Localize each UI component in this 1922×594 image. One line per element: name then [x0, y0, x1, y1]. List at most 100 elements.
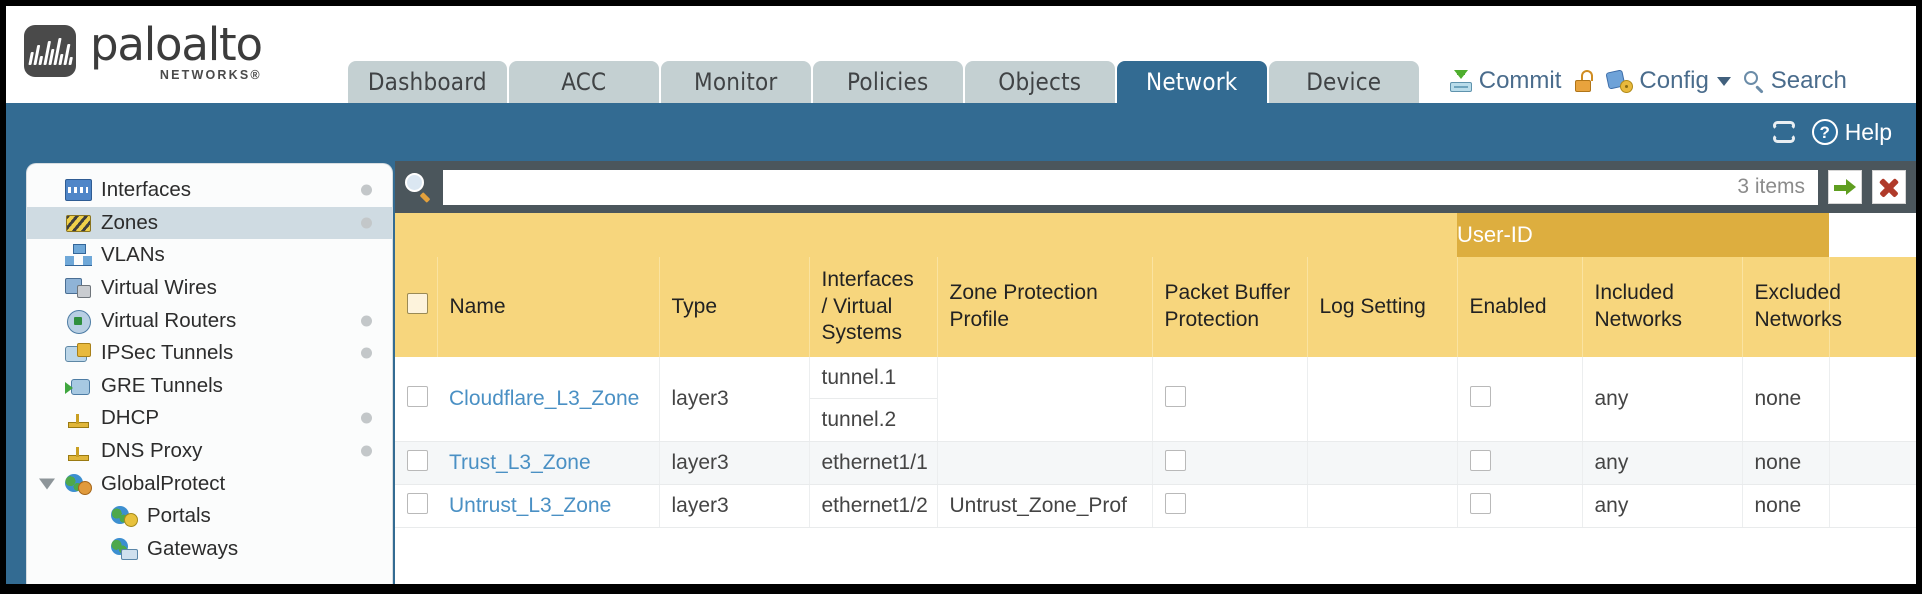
- sidebar-item-virtual-routers[interactable]: Virtual Routers: [27, 304, 392, 337]
- zone-protection-profile-cell-text: Untrust_Zone_Prof: [949, 494, 1127, 517]
- packet-buffer-protection-checkbox[interactable]: [1164, 449, 1186, 471]
- filter-search-icon[interactable]: [403, 172, 433, 203]
- tab-label: Policies: [847, 68, 929, 96]
- packet-buffer-protection-checkbox[interactable]: [1164, 385, 1186, 407]
- column-header-enabled[interactable]: Enabled: [1456, 257, 1582, 357]
- tab-monitor[interactable]: Monitor: [660, 61, 811, 103]
- column-header-interfaces-virtual-systems[interactable]: Interfaces / Virtual Systems: [808, 257, 937, 357]
- column-header-label: Zone Protection Profile: [949, 281, 1098, 331]
- column-header-zone-protection-profile[interactable]: Zone Protection Profile: [936, 257, 1152, 357]
- commit-label: Commit: [1478, 67, 1562, 94]
- zone-type-cell-text: layer3: [671, 387, 729, 410]
- column-header-label: Packet Buffer Protection: [1164, 281, 1291, 331]
- log-setting-cell: [1306, 441, 1457, 485]
- sidebar-item-interfaces[interactable]: Interfaces: [27, 174, 392, 207]
- config-menu-button[interactable]: Config: [1605, 67, 1731, 95]
- included-networks-cell: any: [1581, 441, 1742, 485]
- tab-policies[interactable]: Policies: [812, 61, 963, 103]
- expander-triangle-icon[interactable]: [39, 478, 55, 490]
- commit-button[interactable]: Commit: [1449, 67, 1562, 95]
- sidebar-item-zones[interactable]: Zones: [27, 206, 392, 240]
- apply-filter-button[interactable]: [1828, 170, 1862, 204]
- sidebar-item-label: DHCP: [101, 406, 160, 430]
- clear-filter-button[interactable]: [1872, 170, 1906, 204]
- column-header-included-networks[interactable]: Included Networks: [1581, 257, 1742, 357]
- sidebar-item-label: Zones: [101, 210, 158, 234]
- dns-proxy-icon: [65, 440, 92, 462]
- userid-enabled-checkbox[interactable]: [1469, 385, 1491, 407]
- chevron-down-icon: [1716, 76, 1731, 86]
- status-dot-icon: [361, 184, 372, 196]
- packet-buffer-protection-checkbox[interactable]: [1164, 492, 1186, 514]
- sidebar-item-label: Interfaces: [101, 178, 192, 202]
- search-button[interactable]: Search: [1743, 67, 1847, 95]
- tab-label: Objects: [998, 68, 1082, 96]
- status-dot-icon: [361, 315, 372, 327]
- item-count-label: 3 items: [1737, 175, 1805, 198]
- excluded-networks-cell: none: [1741, 484, 1829, 528]
- excluded-networks-cell: none: [1741, 441, 1829, 485]
- zones-icon: [65, 212, 92, 234]
- interface-label: tunnel.1: [821, 365, 897, 389]
- excluded-networks-cell-text: none: [1754, 387, 1802, 410]
- sidebar-item-dhcp[interactable]: DHCP: [27, 402, 392, 435]
- lock-icon[interactable]: [1574, 70, 1594, 92]
- column-header-packet-buffer-protection[interactable]: Packet Buffer Protection: [1151, 257, 1307, 357]
- sidebar-item-ipsec-tunnels[interactable]: IPSec Tunnels: [27, 337, 392, 370]
- group-header-row: User-ID: [395, 213, 1916, 257]
- help-button[interactable]: ? Help: [1811, 119, 1892, 146]
- row-select-cell: [395, 484, 437, 528]
- sidebar-item-label: DNS Proxy: [101, 439, 203, 463]
- zone-name-cell[interactable]: Trust_L3_Zone: [437, 441, 659, 485]
- tab-network[interactable]: Network: [1116, 61, 1267, 103]
- refresh-icon[interactable]: [1772, 121, 1798, 143]
- packet-buffer-protection-cell: [1151, 441, 1307, 485]
- vlans-icon: [65, 244, 92, 267]
- sidebar-item-globalprotect[interactable]: GlobalProtect: [27, 467, 392, 500]
- sidebar-item-gre-tunnels[interactable]: GRE Tunnels: [27, 370, 392, 403]
- sidebar-item-virtual-wires[interactable]: Virtual Wires: [27, 272, 392, 305]
- tab-objects[interactable]: Objects: [964, 61, 1115, 103]
- zone-type-cell-text: layer3: [671, 451, 729, 474]
- column-header-padding: [1828, 257, 1916, 357]
- column-header-name[interactable]: Name: [436, 257, 659, 357]
- interfaces-icon: [65, 179, 92, 202]
- row-select-checkbox[interactable]: [407, 492, 428, 514]
- column-header-label: Log Setting: [1319, 294, 1426, 318]
- sidebar-item-label: GRE Tunnels: [101, 373, 223, 397]
- registered-mark: ®: [250, 67, 262, 82]
- tab-acc[interactable]: ACC: [508, 61, 659, 103]
- row-select-checkbox[interactable]: [407, 449, 428, 471]
- column-header-label: Excluded Networks: [1754, 281, 1843, 331]
- status-dot-icon: [361, 217, 372, 229]
- zone-protection-profile-cell: Untrust_Zone_Prof: [936, 484, 1152, 528]
- zone-name-cell[interactable]: Cloudflare_L3_Zone: [437, 357, 659, 442]
- filter-input[interactable]: 3 items: [443, 169, 1818, 205]
- userid-enabled-checkbox[interactable]: [1469, 492, 1491, 514]
- sidebar-item-portals[interactable]: Portals: [27, 500, 392, 533]
- row-padding-cell: [1828, 484, 1916, 528]
- tab-dashboard[interactable]: Dashboard: [347, 61, 507, 103]
- sidebar-item-gateways[interactable]: Gateways: [27, 533, 392, 566]
- sub-toolbar: ? Help: [6, 103, 1916, 161]
- column-header-type[interactable]: Type: [658, 257, 809, 357]
- row-select-checkbox[interactable]: [407, 385, 428, 407]
- userid-enabled-checkbox[interactable]: [1469, 449, 1491, 471]
- sidebar-item-dns-proxy[interactable]: DNS Proxy: [27, 435, 392, 468]
- column-header-log-setting[interactable]: Log Setting: [1306, 257, 1457, 357]
- select-all-checkbox[interactable]: [407, 292, 428, 314]
- tab-device[interactable]: Device: [1268, 61, 1419, 103]
- zone-type-cell: layer3: [658, 441, 809, 485]
- column-header-excluded-networks[interactable]: Excluded Networks: [1741, 257, 1842, 357]
- sidebar-item-vlans[interactable]: VLANs: [27, 239, 392, 272]
- zone-name-cell[interactable]: Untrust_L3_Zone: [437, 484, 659, 528]
- included-networks-cell: any: [1581, 484, 1742, 528]
